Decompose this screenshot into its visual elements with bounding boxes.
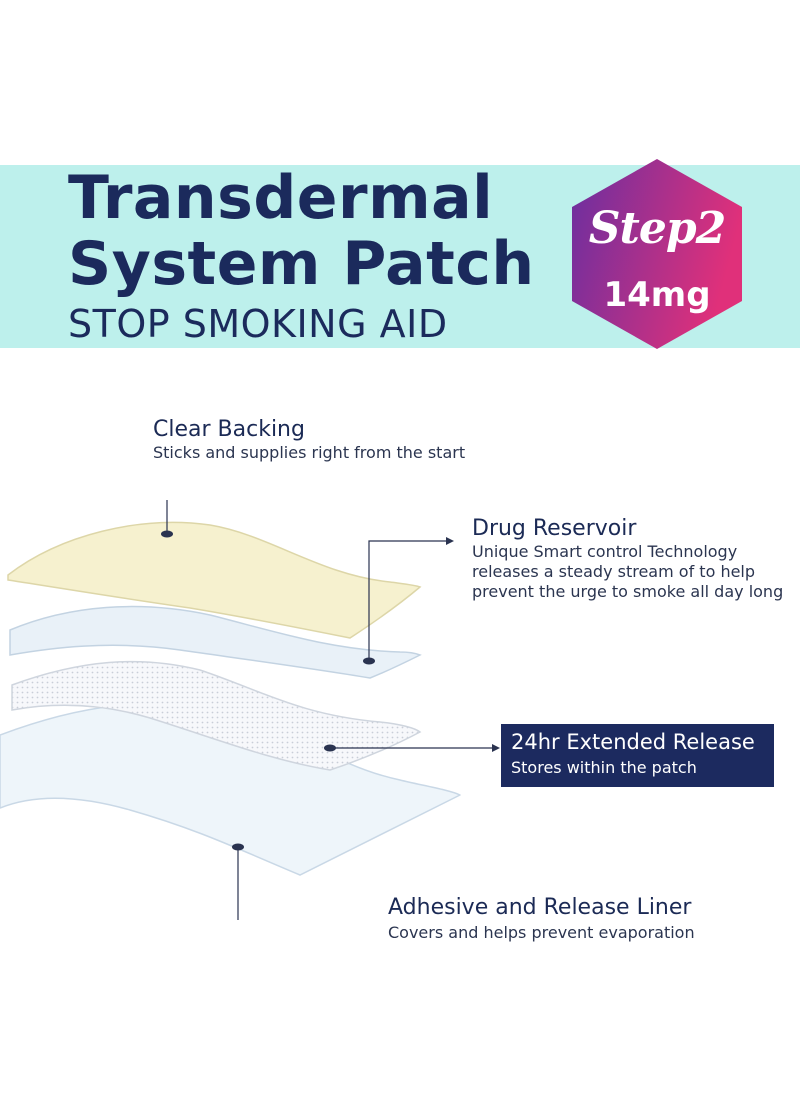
hexagon-badge-shape	[572, 159, 742, 349]
drug-reservoir-title: Drug Reservoir	[472, 516, 637, 541]
page-subtitle: STOP SMOKING AID	[68, 302, 448, 346]
release-layer	[11, 660, 422, 771]
reservoir-connector-line	[368, 540, 448, 660]
reservoir-marker-dot	[363, 657, 375, 665]
adhesive-liner-description: Covers and helps prevent evaporation	[388, 923, 695, 942]
title-line-1: Transdermal	[68, 163, 494, 233]
drug-reservoir-description-3: prevent the urge to smoke all day long	[472, 582, 784, 601]
liner-connector-line	[237, 848, 239, 920]
patch-layers-illustration	[0, 500, 500, 920]
drug-reservoir-description-2: releases a steady stream of to help	[472, 562, 756, 581]
badge-dose-label: 14mg	[603, 275, 711, 315]
clear-backing-description: Sticks and supplies right from the start	[153, 443, 466, 462]
drug-reservoir-layer	[9, 605, 422, 679]
release-marker-dot	[324, 744, 336, 752]
extended-release-description: Stores within the patch	[511, 758, 697, 777]
title-line-2: System Patch	[68, 229, 535, 299]
extended-release-callout: 24hr Extended Release Stores within the …	[501, 724, 774, 787]
clear-backing-title: Clear Backing	[153, 417, 305, 442]
arrow-right-icon	[492, 744, 500, 752]
liner-marker-dot	[232, 843, 244, 851]
arrow-right-icon	[446, 537, 454, 545]
step-badge: Step2 14mg	[568, 155, 746, 353]
extended-release-title: 24hr Extended Release	[511, 730, 755, 754]
backing-marker-dot	[161, 530, 173, 538]
clear-backing-layer	[7, 521, 422, 639]
page-title: Transdermal System Patch	[68, 165, 535, 297]
badge-step-label: Step2	[588, 203, 726, 254]
adhesive-liner-title: Adhesive and Release Liner	[388, 895, 692, 920]
drug-reservoir-description-1: Unique Smart control Technology	[472, 542, 738, 561]
